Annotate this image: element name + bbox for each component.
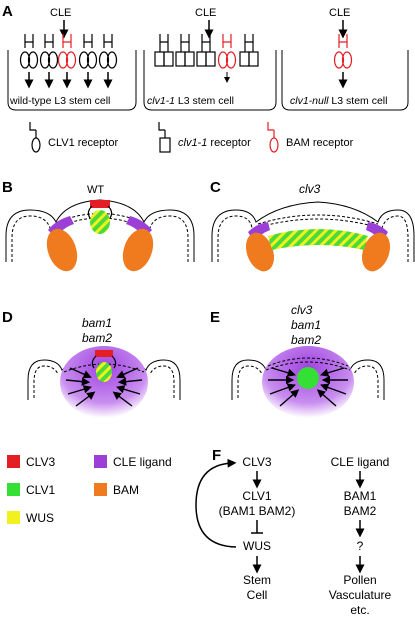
panel-e-letter: E	[210, 309, 220, 326]
expanded-clv1-wus-domain	[268, 229, 368, 250]
legend-bam: BAM	[113, 483, 139, 497]
panel-a: A CLE CLE CLE	[2, 3, 409, 153]
f-right-vasculature: Vasculature	[329, 588, 392, 602]
f-left-clv3: CLV3	[242, 455, 271, 469]
cle-label-2: CLE	[195, 7, 216, 19]
clv1-receptor-icon	[39, 34, 59, 69]
f-left-bam1-bam2: (BAM1 BAM2)	[219, 504, 296, 518]
cell1-receptors	[19, 34, 118, 89]
clv1-receptor-legend-icon	[29, 122, 41, 153]
clv1-domain	[297, 367, 319, 389]
f-right-unknown: ?	[357, 539, 364, 553]
clv1-1-receptor-legend-icon	[158, 122, 171, 153]
bam-domain	[245, 232, 275, 272]
bam-receptor-icon	[333, 34, 353, 69]
wus-swatch	[7, 511, 20, 524]
cell-box-1	[7, 50, 137, 111]
bam-domain	[361, 232, 391, 272]
clv1-1-receptor-icon	[196, 34, 216, 67]
panel-b-letter: B	[2, 179, 13, 196]
f-left-wus: WUS	[243, 539, 271, 553]
panel-c-letter: C	[210, 179, 221, 196]
clv1-wus-domain	[96, 362, 112, 382]
cell-box-2	[143, 50, 277, 111]
legend-wus: WUS	[26, 511, 54, 525]
cell3-receptors	[333, 34, 353, 89]
clv1-receptor-icon	[19, 34, 39, 69]
cell2-receptors	[154, 34, 259, 83]
cell-label-clv1-1: clv1-1 L3 stem cell	[147, 95, 234, 107]
clv1-1-receptor-icon	[239, 34, 259, 67]
panel-b-genotype: WT	[87, 184, 104, 196]
panel-d: D bam1 bam2	[2, 309, 181, 418]
legend-bam-receptor: BAM receptor	[286, 137, 354, 149]
panel-c: C clv3	[210, 179, 415, 272]
f-right-cle-ligand: CLE ligand	[331, 455, 390, 469]
meristem-outline	[211, 201, 415, 262]
receptor-legend: CLV1 receptor clv1-1 receptor BAM recept…	[29, 122, 354, 153]
signal-arrows	[24, 72, 113, 89]
cell-box-3	[281, 50, 409, 111]
cle-label-1: CLE	[50, 7, 71, 19]
f-left-clv1: CLV1	[242, 489, 271, 503]
panel-d-letter: D	[2, 309, 13, 326]
panel-f: F CLV3 CLV1 (BAM1 BAM2) WUS Stem Cell CL…	[195, 447, 392, 617]
f-left-stem: Stem	[243, 573, 271, 587]
legend-clv1: CLV1	[26, 483, 55, 497]
panel-b: B WT	[2, 179, 195, 272]
clv1-1-receptor-icon	[175, 34, 195, 67]
cle-ligand-swatch	[94, 455, 107, 468]
inward-arrows	[268, 367, 348, 407]
bam-swatch	[94, 483, 107, 496]
cle-label-3: CLE	[329, 7, 350, 19]
f-right-etc: etc.	[350, 603, 369, 617]
clv1-wus-domain	[90, 210, 110, 234]
clv3-domain	[95, 350, 113, 357]
bam-domain	[122, 228, 154, 272]
clv3-domain	[90, 200, 110, 208]
clv1-receptor-icon	[98, 34, 118, 69]
cell-label-clv1-null: clv1-null L3 stem cell	[290, 95, 387, 107]
legend-clv3: CLV3	[26, 455, 55, 469]
legend-clv1-receptor: CLV1 receptor	[48, 137, 118, 149]
legend-cle-ligand: CLE ligand	[113, 455, 172, 469]
f-feedback-arrow	[195, 458, 237, 548]
cell-label-wild-type: wild-type L3 stem cell	[9, 95, 110, 107]
color-legend: CLV3 CLE ligand CLV1 BAM WUS	[7, 455, 172, 525]
legend-clv1-1-receptor: clv1-1 receptor	[178, 137, 251, 149]
clv1-swatch	[7, 483, 20, 496]
clv1-1-receptor-icon	[154, 34, 174, 67]
panel-e: E clv3 bam1 bam2	[210, 303, 385, 418]
f-right-bam1: BAM1	[344, 489, 377, 503]
bam-receptor-icon	[57, 34, 77, 69]
clv1-receptor-icon	[78, 34, 98, 69]
f-right-bam2: BAM2	[344, 504, 377, 518]
panel-e-genotype-1: clv3	[291, 303, 313, 317]
bam-receptor-legend-icon	[267, 122, 279, 153]
f-left-cell: Cell	[247, 588, 268, 602]
f-right-pollen: Pollen	[343, 573, 376, 587]
inward-arrows	[65, 367, 143, 407]
bam-domain	[46, 228, 78, 272]
clv3-swatch	[7, 455, 20, 468]
bam-receptor-icon	[217, 34, 237, 69]
cle-ligand-labels: CLE CLE CLE	[50, 7, 350, 39]
panel-d-genotype-1: bam1	[82, 316, 112, 330]
panel-a-letter: A	[2, 3, 13, 20]
panel-d-genotype-2: bam2	[82, 331, 112, 345]
panel-e-genotype-2: bam1	[291, 318, 321, 332]
panel-c-genotype: clv3	[299, 182, 321, 196]
panel-e-genotype-3: bam2	[291, 333, 321, 347]
panel-f-letter: F	[212, 447, 221, 464]
